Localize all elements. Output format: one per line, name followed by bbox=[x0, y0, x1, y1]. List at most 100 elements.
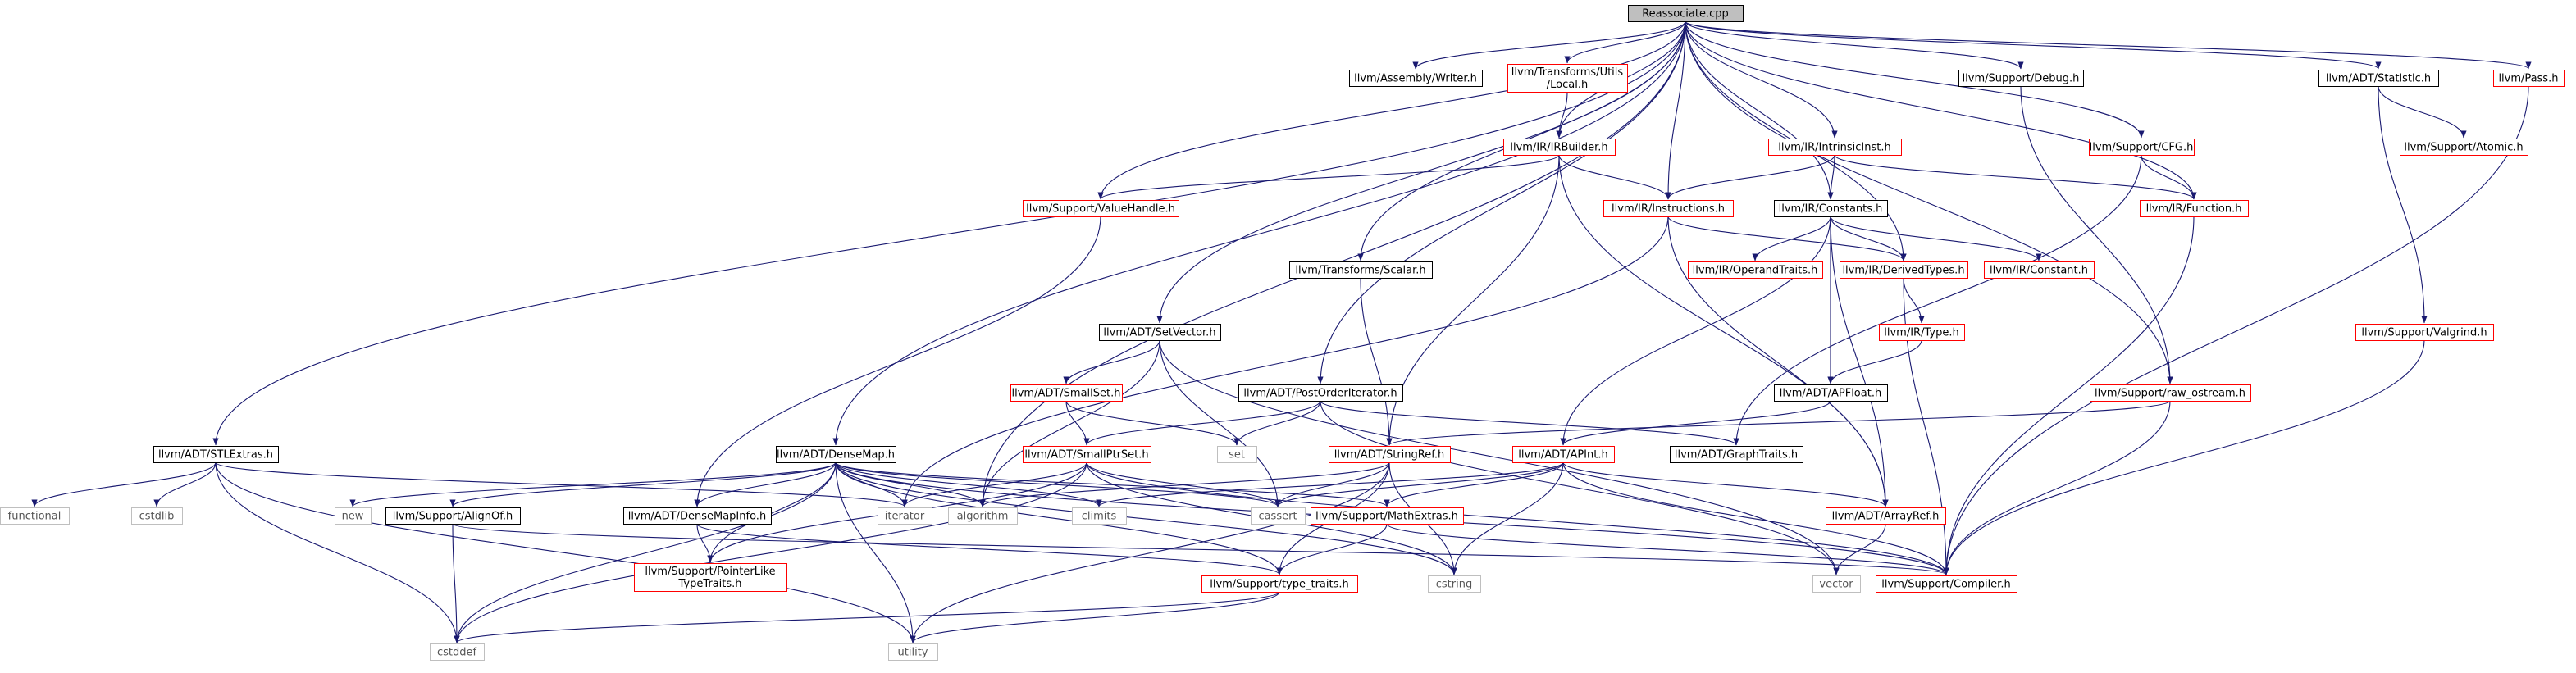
node-label: llvm/Support/Valgrind.h bbox=[2361, 327, 2487, 339]
node-compiler[interactable]: llvm/Support/Compiler.h bbox=[1876, 575, 2017, 593]
node-arrayref[interactable]: llvm/ADT/ArrayRef.h bbox=[1826, 507, 1946, 525]
node-setvector[interactable]: llvm/ADT/SetVector.h bbox=[1099, 324, 1221, 341]
node-stringref[interactable]: llvm/ADT/StringRef.h bbox=[1329, 446, 1451, 463]
node-label: llvm/Support/Debug.h bbox=[1963, 73, 2080, 85]
edge-type-to-apfloat bbox=[1827, 339, 1922, 384]
node-mathextras[interactable]: llvm/Support/MathExtras.h bbox=[1311, 507, 1464, 525]
node-irbuilder[interactable]: llvm/IR/IRBuilder.h bbox=[1503, 139, 1616, 156]
node-label: llvm/ADT/APInt.h bbox=[1518, 449, 1607, 462]
node-statistic[interactable]: llvm/ADT/Statistic.h bbox=[2318, 70, 2439, 87]
node-instructions[interactable]: llvm/IR/Instructions.h bbox=[1603, 200, 1734, 217]
node-pass[interactable]: llvm/Pass.h bbox=[2493, 70, 2565, 87]
edge-densemap-to-densemapinfo bbox=[694, 462, 837, 507]
node-apfloat[interactable]: llvm/ADT/APFloat.h bbox=[1774, 384, 1888, 402]
node-label: llvm/Pass.h bbox=[2498, 73, 2558, 85]
node-constants[interactable]: llvm/IR/Constants.h bbox=[1774, 200, 1888, 217]
node-label: llvm/Support/MathExtras.h bbox=[1315, 511, 1458, 523]
node-box bbox=[1628, 5, 1744, 22]
edge-statistic-to-atomic bbox=[2378, 85, 2467, 139]
node-box bbox=[2318, 70, 2439, 87]
edge-derivedtypes-to-compiler bbox=[1903, 277, 1949, 575]
node-set: set bbox=[1217, 446, 1257, 463]
node-debug[interactable]: llvm/Support/Debug.h bbox=[1958, 70, 2084, 87]
node-rawostream[interactable]: llvm/Support/raw_ostream.h bbox=[2090, 384, 2251, 402]
node-valgrind[interactable]: llvm/Support/Valgrind.h bbox=[2355, 324, 2494, 341]
node-constant[interactable]: llvm/IR/Constant.h bbox=[1984, 261, 2095, 279]
node-label: llvm/IR/Constants.h bbox=[1779, 203, 1883, 216]
node-root[interactable]: Reassociate.cpp bbox=[1628, 5, 1744, 22]
node-smallptrset[interactable]: llvm/ADT/SmallPtrSet.h bbox=[1023, 446, 1151, 463]
node-utilslocal[interactable]: llvm/Transforms/Utils/Local.h bbox=[1507, 64, 1628, 93]
node-label: llvm/ADT/SetVector.h bbox=[1103, 327, 1215, 339]
edge-instructions-to-iterator bbox=[901, 216, 1669, 507]
node-derivedtypes[interactable]: llvm/IR/DerivedTypes.h bbox=[1840, 261, 1968, 279]
nodes-layer: Reassociate.cpp llvm/ADT/STLExtras.h llvm/… bbox=[0, 5, 2565, 661]
node-apint[interactable]: llvm/ADT/APInt.h bbox=[1512, 446, 1615, 463]
edge-root-to-densemap bbox=[832, 20, 1686, 446]
node-label: llvm/ADT/SmallPtrSet.h bbox=[1024, 449, 1148, 462]
node-label: llvm/IR/Instructions.h bbox=[1612, 203, 1725, 216]
node-intrinsicinst[interactable]: llvm/IR/IntrinsicInst.h bbox=[1768, 139, 1902, 156]
node-function[interactable]: llvm/IR/Function.h bbox=[2140, 200, 2249, 217]
node-postorder[interactable]: llvm/ADT/PostOrderIterator.h bbox=[1238, 384, 1403, 402]
edge-typetraits-to-cstddef bbox=[454, 591, 1280, 643]
edge-intrinsicinst-to-instructions bbox=[1665, 154, 1835, 200]
edge-utilslocal-to-irbuilder bbox=[1556, 91, 1568, 139]
edge-apint-to-cstring bbox=[1451, 462, 1564, 575]
node-label: algorithm bbox=[957, 511, 1009, 523]
node-iterator: iterator bbox=[878, 507, 932, 525]
node-box bbox=[1603, 200, 1734, 217]
node-label: iterator bbox=[885, 511, 925, 523]
node-cstdlib: cstdlib bbox=[131, 507, 183, 525]
node-label: llvm/IR/Constant.h bbox=[1990, 265, 2088, 277]
node-climits: climits bbox=[1072, 507, 1127, 525]
node-typetraits[interactable]: llvm/Support/type_traits.h bbox=[1201, 575, 1358, 593]
node-type[interactable]: llvm/IR/Type.h bbox=[1879, 324, 1965, 341]
node-scalar[interactable]: llvm/Transforms/Scalar.h bbox=[1289, 261, 1433, 279]
node-box bbox=[1958, 70, 2084, 87]
edge-setvector-to-smallset bbox=[1063, 339, 1160, 384]
node-box bbox=[1311, 507, 1464, 525]
node-box bbox=[2140, 200, 2249, 217]
node-atomic[interactable]: llvm/Support/Atomic.h bbox=[2400, 139, 2528, 156]
edge-function-to-compiler bbox=[1943, 216, 2195, 575]
node-box bbox=[1023, 200, 1179, 217]
edge-stlextras-to-cstdlib bbox=[153, 462, 217, 507]
node-densemap[interactable]: llvm/ADT/DenseMap.h bbox=[776, 446, 896, 463]
node-valuehandle[interactable]: llvm/Support/ValueHandle.h bbox=[1023, 200, 1179, 217]
node-asmwriter[interactable]: llvm/Assembly/Writer.h bbox=[1349, 70, 1483, 87]
edge-root-to-cfg bbox=[1685, 20, 2145, 139]
edge-smallptrset-to-cstddef bbox=[454, 462, 1087, 643]
node-graphtraits[interactable]: llvm/ADT/GraphTraits.h bbox=[1670, 446, 1803, 463]
node-label: /Local.h bbox=[1547, 79, 1588, 91]
edge-stringref-to-utility bbox=[910, 462, 1390, 643]
edge-densemap-to-mathextras bbox=[835, 462, 1390, 507]
node-algorithm: algorithm bbox=[948, 507, 1018, 525]
edge-mathextras-to-compiler bbox=[1386, 523, 1949, 575]
edge-smallset-to-set bbox=[1065, 400, 1240, 446]
node-label: llvm/ADT/DenseMap.h bbox=[777, 449, 895, 462]
node-stlextras[interactable]: llvm/ADT/STLExtras.h bbox=[153, 446, 279, 463]
node-box bbox=[2493, 70, 2565, 87]
node-box bbox=[1826, 507, 1946, 525]
node-alignof[interactable]: llvm/Support/AlignOf.h bbox=[385, 507, 521, 525]
node-cstring: cstring bbox=[1428, 575, 1481, 593]
node-box bbox=[0, 507, 70, 525]
edge-typetraits-to-utility bbox=[910, 591, 1280, 643]
node-smallset[interactable]: llvm/ADT/SmallSet.h bbox=[1010, 384, 1123, 402]
edge-intrinsicinst-to-function bbox=[1834, 154, 2197, 200]
edge-stlextras-to-functional bbox=[31, 462, 217, 507]
node-operandtraits[interactable]: llvm/IR/OperandTraits.h bbox=[1688, 261, 1823, 279]
node-label: llvm/Support/Atomic.h bbox=[2404, 142, 2523, 154]
node-label: Reassociate.cpp bbox=[1642, 8, 1729, 20]
node-box bbox=[1984, 261, 2095, 279]
node-label: llvm/IR/OperandTraits.h bbox=[1693, 265, 1818, 277]
edge-stringref-to-algorithm bbox=[979, 462, 1390, 507]
edges-layer bbox=[31, 20, 2532, 643]
node-cfg[interactable]: llvm/Support/CFG.h bbox=[2089, 139, 2195, 156]
edge-irbuilder-to-stringref bbox=[1386, 154, 1560, 446]
edge-smallptrset-to-iterator bbox=[901, 462, 1087, 507]
node-densemapinfo[interactable]: llvm/ADT/DenseMapInfo.h bbox=[623, 507, 772, 525]
